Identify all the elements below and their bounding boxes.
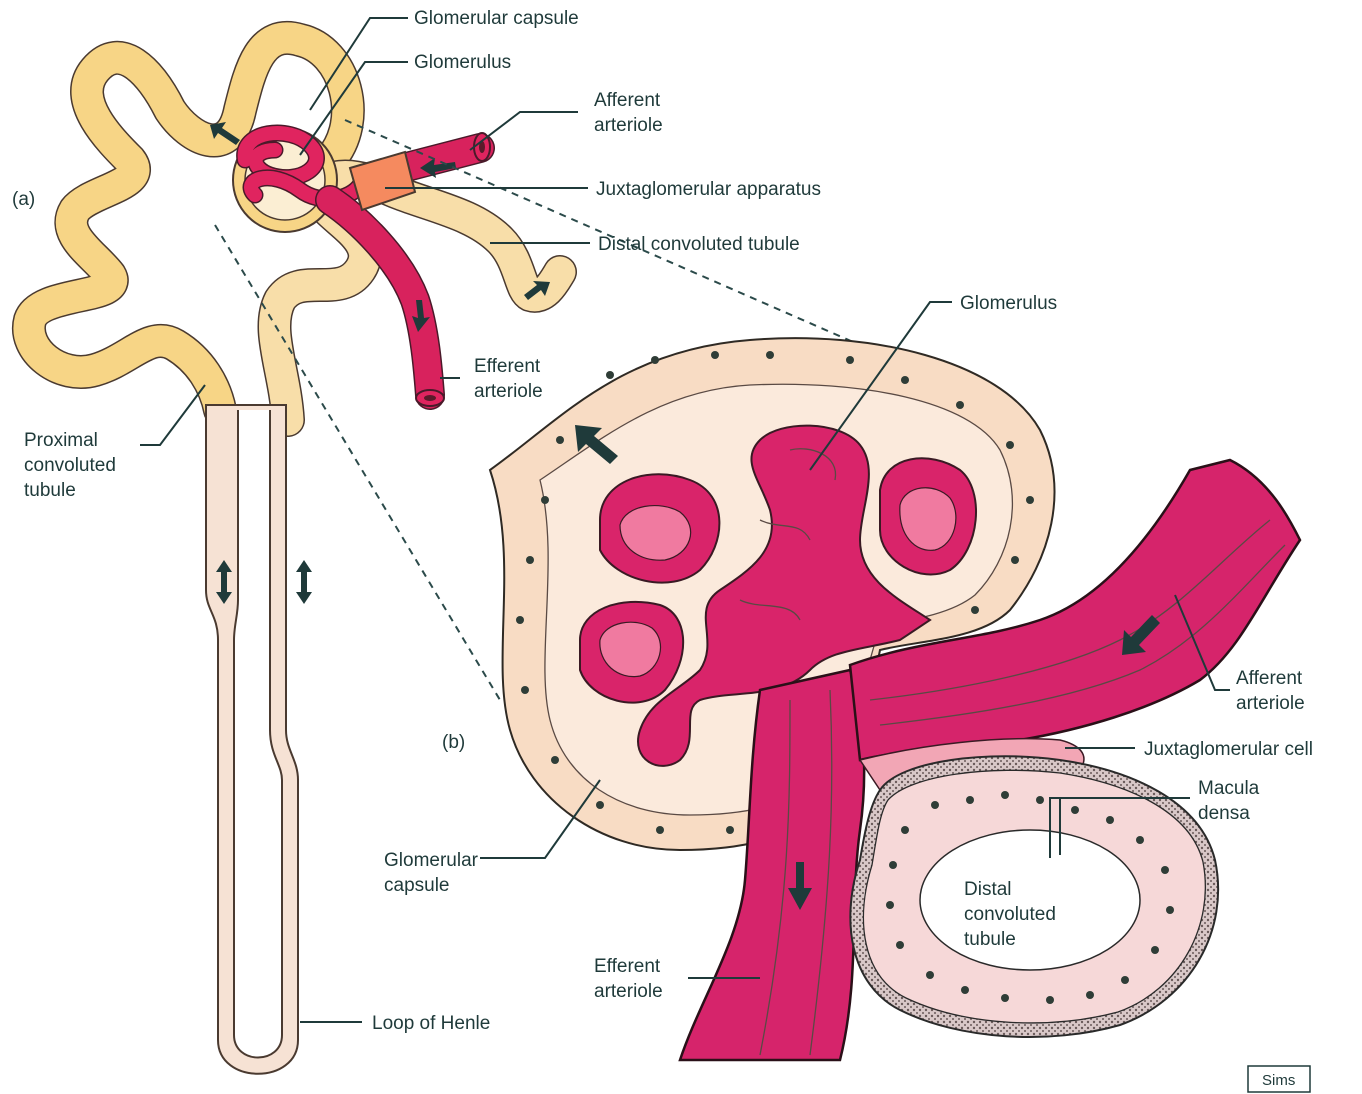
double-arrow-icon xyxy=(296,560,312,604)
panel-b-label: (b) xyxy=(442,732,465,753)
label-afferent-a-line2: arteriole xyxy=(594,115,663,136)
label-glomerular-capsule-a: Glomerular capsule xyxy=(414,8,579,29)
label-glomerulus-b: Glomerulus xyxy=(960,293,1057,314)
label-glomerulus-a: Glomerulus xyxy=(414,52,511,73)
label-dct-b-line3: tubule xyxy=(964,929,1016,950)
label-afferent-b-line1: Afferent xyxy=(1236,668,1303,689)
label-macula-line2: densa xyxy=(1198,803,1250,824)
label-macula-line1: Macula xyxy=(1198,778,1260,799)
label-efferent-a-line1: Efferent xyxy=(474,356,541,377)
label-pct-line1: Proximal xyxy=(24,430,98,451)
label-loop-of-henle: Loop of Henle xyxy=(372,1013,490,1034)
panel-b-corpuscle xyxy=(490,338,1300,1060)
label-pct-line2: convoluted xyxy=(24,455,116,476)
label-pct-line3: tubule xyxy=(24,480,76,501)
label-capsule-b-line1: Glomerular xyxy=(384,850,479,871)
label-jg-cell: Juxtaglomerular cell xyxy=(1144,739,1313,760)
label-capsule-b-line2: capsule xyxy=(384,875,450,896)
label-jga-a: Juxtaglomerular apparatus xyxy=(596,179,821,200)
panel-a-nephron xyxy=(29,38,560,1074)
label-afferent-a-line1: Afferent xyxy=(594,90,661,111)
signature-sims: Sims xyxy=(1262,1072,1295,1089)
label-efferent-b-line2: arteriole xyxy=(594,981,663,1002)
panel-a-label: (a) xyxy=(12,189,35,210)
label-dct-b-line2: convoluted xyxy=(964,904,1056,925)
label-efferent-a-line2: arteriole xyxy=(474,381,543,402)
label-afferent-b-line2: arteriole xyxy=(1236,693,1305,714)
label-dct-a: Distal convoluted tubule xyxy=(598,234,800,255)
label-efferent-b-line1: Efferent xyxy=(594,956,661,977)
label-dct-b-line1: Distal xyxy=(964,879,1012,900)
